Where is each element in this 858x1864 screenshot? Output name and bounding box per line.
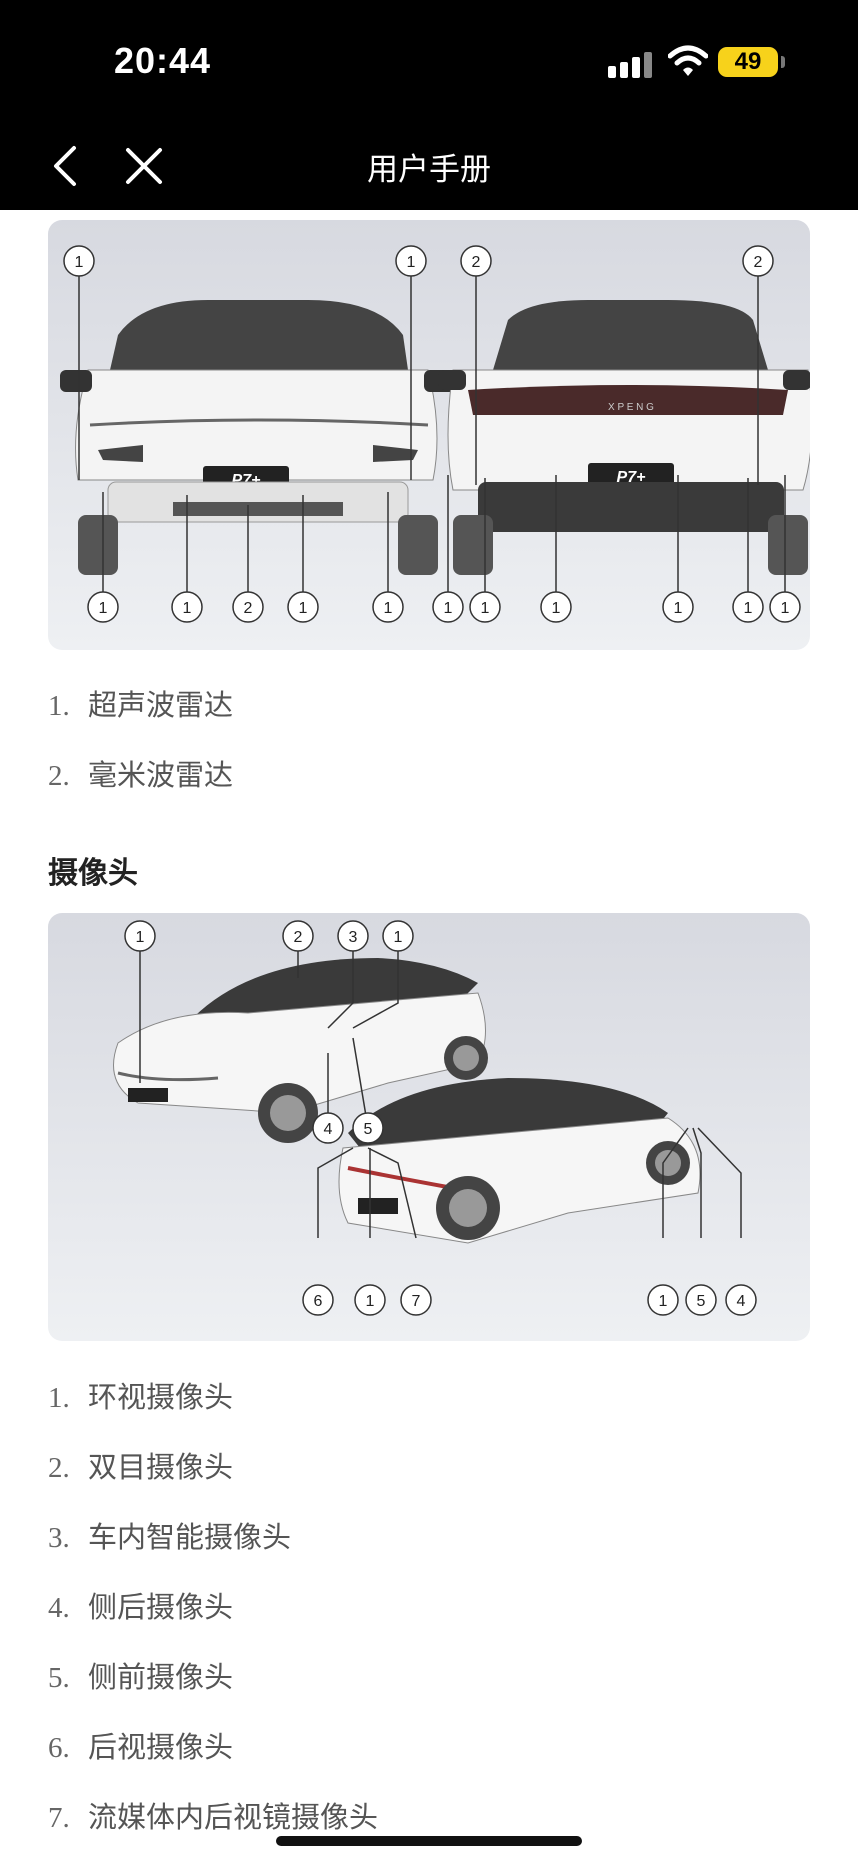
radar-location-figure: P7+ X P E N G P7+	[48, 220, 810, 650]
callout: 5	[364, 1121, 373, 1138]
callout: 1	[394, 929, 403, 946]
callout: 3	[349, 929, 358, 946]
list-item: 1.超声波雷达	[48, 688, 234, 722]
callout: 1	[781, 600, 790, 617]
battery-indicator: 49	[718, 47, 785, 77]
callout: 1	[99, 600, 108, 617]
list-item: 2.毫米波雷达	[48, 758, 234, 792]
list-item: 5.侧前摄像头	[48, 1660, 234, 1694]
status-time: 20:44	[114, 40, 212, 81]
wifi-icon	[668, 45, 708, 76]
list-item: 1.环视摄像头	[48, 1380, 234, 1414]
callout: 1	[183, 600, 192, 617]
callout: 1	[674, 600, 683, 617]
callout: 1	[299, 600, 308, 617]
front-car-3-4-illustration	[113, 958, 488, 1143]
callout: 1	[444, 600, 453, 617]
callout: 7	[412, 1293, 421, 1310]
back-button[interactable]	[44, 140, 84, 192]
callout: 2	[244, 600, 253, 617]
home-indicator[interactable]	[276, 1836, 582, 1846]
rear-car-3-4-illustration	[338, 1078, 701, 1244]
page-title: 用户手册	[367, 152, 491, 188]
rear-plate-text: P7+	[617, 469, 646, 486]
list-item: 2.双目摄像头	[48, 1450, 234, 1484]
radar-legend-list: 1.超声波雷达 2.毫米波雷达	[48, 670, 233, 810]
camera-legend-list: 1.环视摄像头 2.双目摄像头 3.车内智能摄像头 4.侧后摄像头 5.侧前摄像…	[48, 1362, 378, 1852]
list-item: 6.后视摄像头	[48, 1730, 234, 1764]
list-item: 3.车内智能摄像头	[48, 1520, 292, 1554]
top-bar: 20:44 49 用户手册	[0, 0, 858, 210]
cellular-signal-icon	[608, 52, 652, 78]
front-car-illustration: P7+	[60, 300, 456, 575]
callout: 4	[737, 1293, 746, 1310]
callout: 1	[744, 600, 753, 617]
callout: 2	[472, 254, 481, 271]
callout: 1	[75, 254, 84, 271]
radar-diagram: P7+ X P E N G P7+	[60, 245, 810, 623]
callout: 1	[552, 600, 561, 617]
close-button[interactable]	[122, 144, 166, 188]
callout: 1	[136, 929, 145, 946]
list-item: 4.侧后摄像头	[48, 1590, 234, 1624]
rear-car-illustration: X P E N G P7+	[438, 300, 810, 575]
section-title-camera: 摄像头	[48, 856, 138, 891]
callout: 1	[366, 1293, 375, 1310]
callout: 5	[697, 1293, 706, 1310]
camera-diagram: 1 2 3 1 4 5 6 1 7 1 5 4	[113, 920, 757, 1316]
callout: 2	[754, 254, 763, 271]
callout: 1	[384, 600, 393, 617]
camera-location-figure: 1 2 3 1 4 5 6 1 7 1 5 4	[48, 913, 810, 1341]
callout: 1	[481, 600, 490, 617]
callout: 1	[659, 1293, 668, 1310]
list-item: 7.流媒体内后视镜摄像头	[48, 1800, 379, 1834]
rear-brand-text: X P E N G	[608, 402, 654, 413]
callout: 4	[324, 1121, 333, 1138]
callout: 6	[314, 1293, 323, 1310]
callout: 1	[407, 254, 416, 271]
callout: 2	[294, 929, 303, 946]
